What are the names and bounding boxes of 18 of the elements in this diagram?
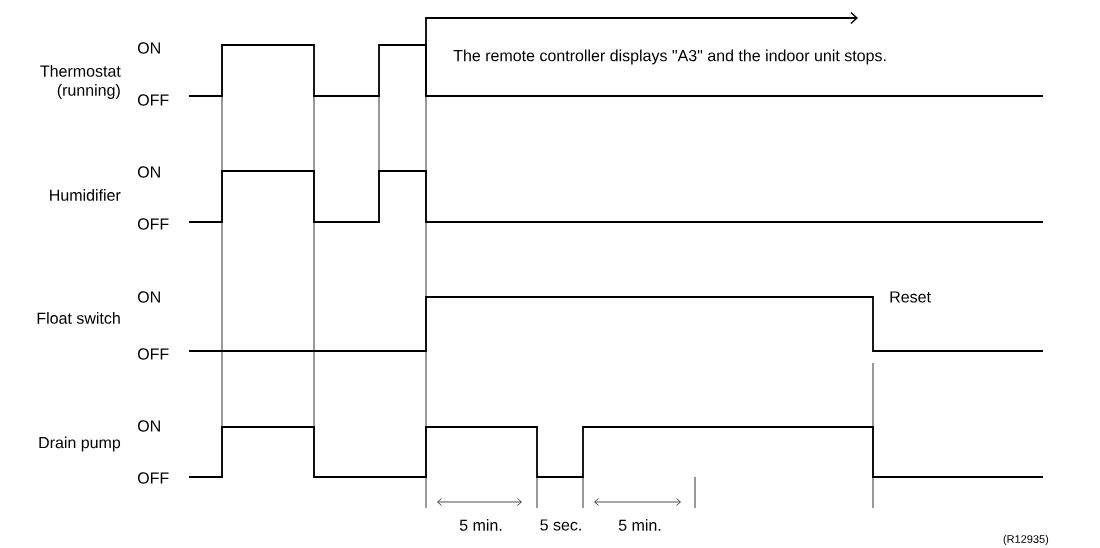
note-text: Reset xyxy=(890,291,931,303)
state-label: ON xyxy=(137,166,160,178)
signal-name: Humidifier xyxy=(50,189,121,201)
time-label: 5 min. xyxy=(459,519,502,531)
state-label: ON xyxy=(137,420,160,432)
state-label: OFF xyxy=(137,348,169,360)
signal-name: Drain pump xyxy=(39,436,121,452)
state-label: OFF xyxy=(137,472,169,484)
figure-number: (R12935) xyxy=(1003,534,1049,546)
state-label: ON xyxy=(137,291,160,303)
state-label: ON xyxy=(137,42,160,54)
state-label: OFF xyxy=(137,218,169,230)
state-label: OFF xyxy=(137,94,169,106)
time-label: 5 sec. xyxy=(540,519,581,531)
time-label: 5 min. xyxy=(618,519,661,531)
note-text: The remote controller displays "A3" and the indoor unit stops. xyxy=(453,49,886,65)
signal-name: Thermostat (running) xyxy=(40,65,121,99)
signal-name: Float switch xyxy=(37,312,120,324)
